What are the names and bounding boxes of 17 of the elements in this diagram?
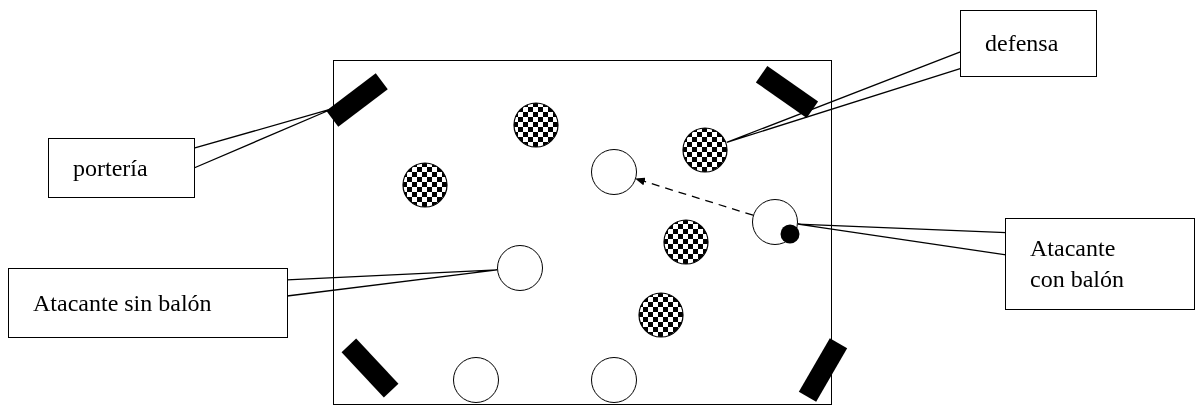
callout-label: portería: [73, 153, 148, 183]
defender-marker: [682, 127, 728, 173]
leader-line: [286, 269, 498, 297]
defender-marker: [663, 219, 709, 265]
callout-label: defensa: [985, 29, 1059, 58]
leader-line: [797, 223, 1007, 256]
callout-box: [960, 10, 1097, 77]
defender-marker: [402, 162, 448, 208]
defender-marker: [638, 292, 684, 338]
pass-arrow: [635, 177, 754, 216]
callout-box: [8, 268, 288, 338]
callout-box: [48, 138, 195, 198]
callout-box: [1005, 218, 1195, 310]
callout-label: Atacante sin balón: [33, 288, 212, 318]
defender-marker: [513, 102, 559, 148]
callout-label: Atacante con balón: [1030, 234, 1125, 294]
leader-line: [726, 50, 962, 143]
